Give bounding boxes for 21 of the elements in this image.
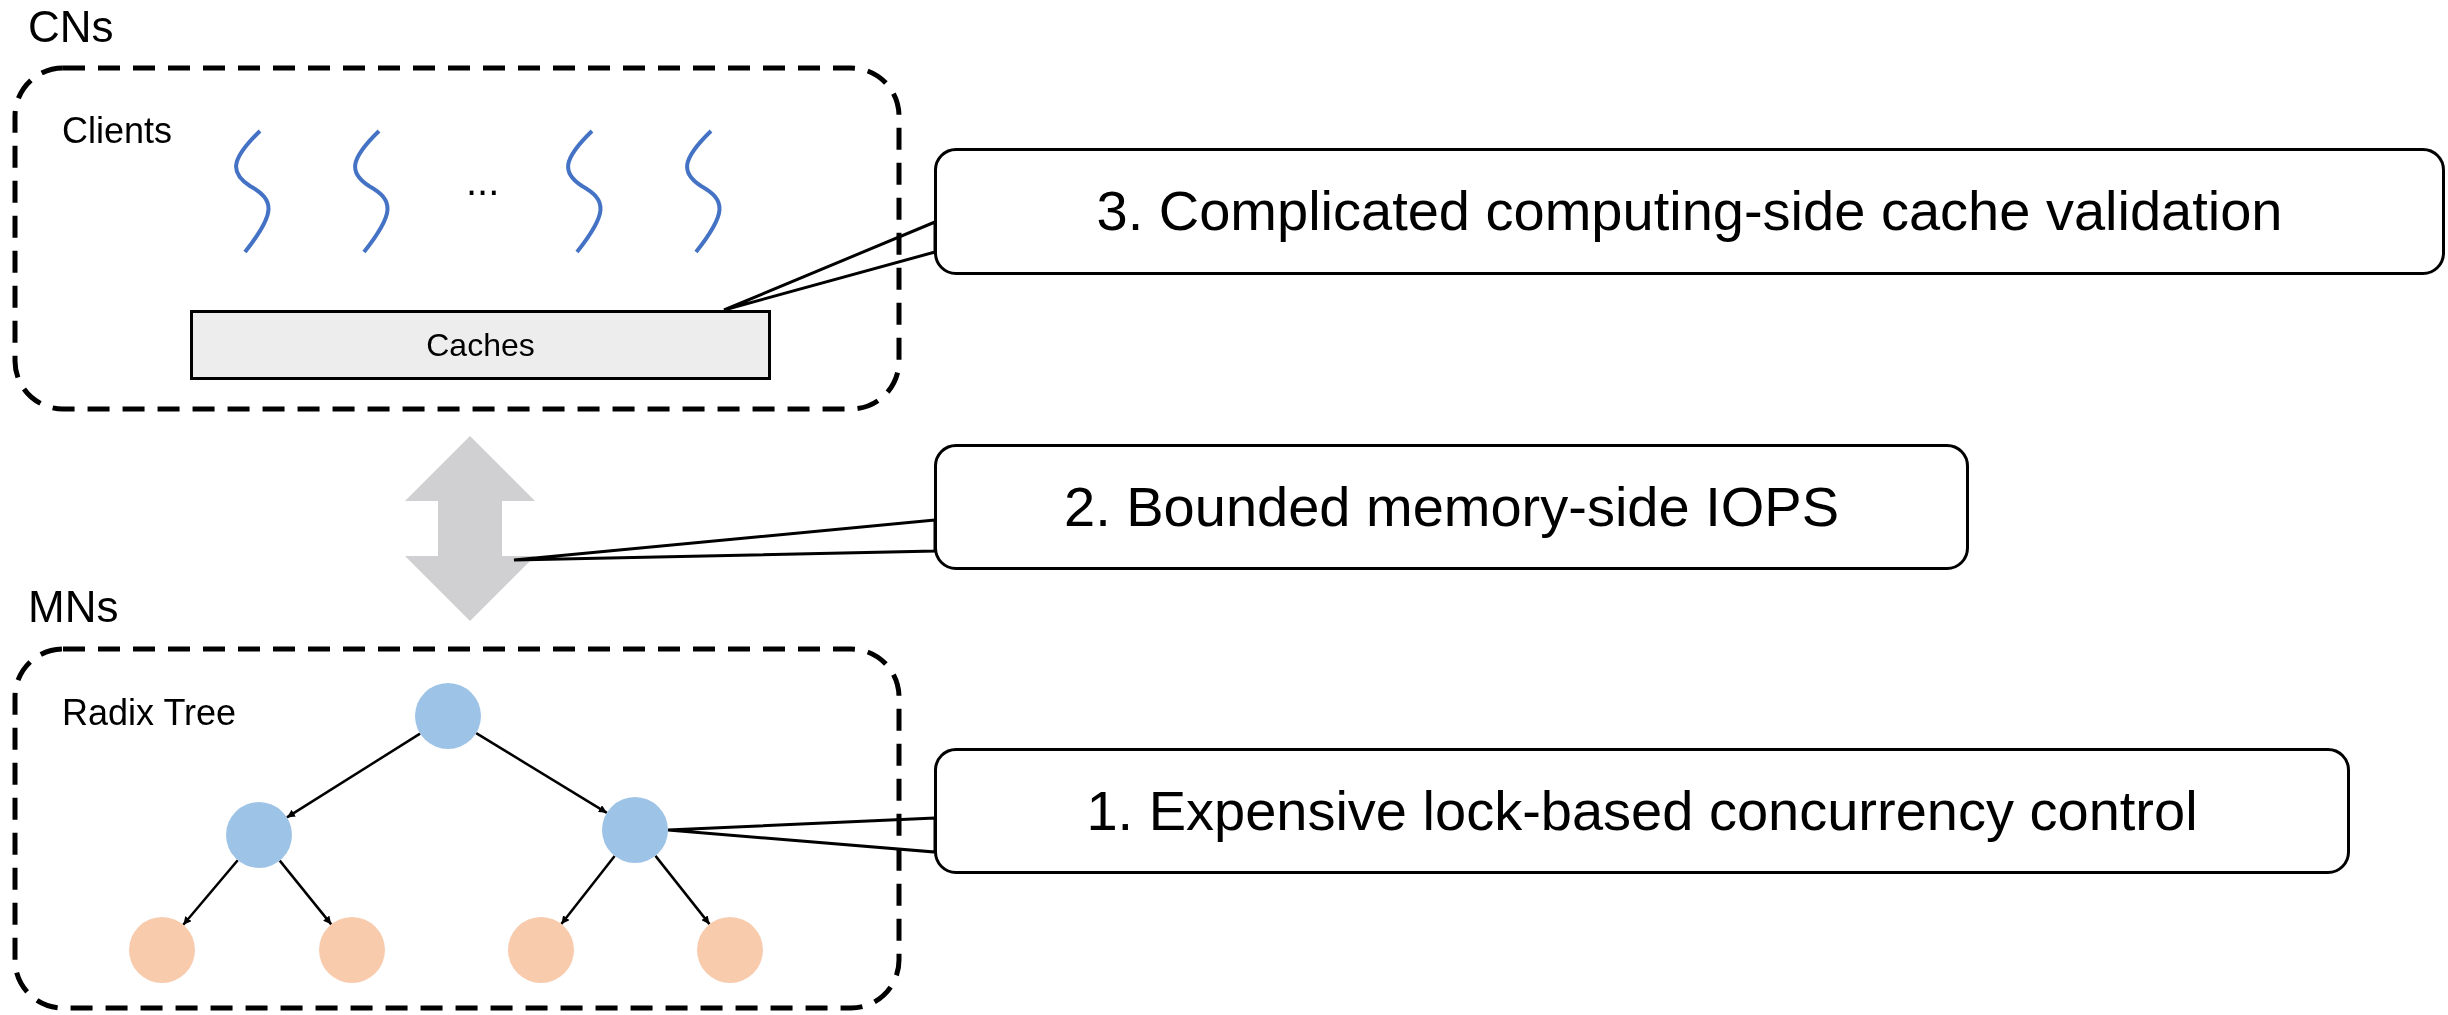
group-label: Clients (62, 110, 173, 152)
group-heading: MNs (28, 582, 119, 633)
arrow (654, 855, 711, 925)
arrow (182, 859, 239, 926)
group-heading: CNs (28, 2, 114, 53)
arrow (560, 855, 616, 925)
callout-box (934, 748, 2350, 874)
arrow (278, 859, 333, 926)
callout-box (934, 444, 1969, 570)
callout-text: 1. Expensive lock-based concurrency control (1086, 778, 2198, 844)
cache-bar (190, 310, 771, 380)
callout-text: 3. Complicated computing-side cache validation (1096, 179, 2283, 244)
double-arrow (405, 436, 535, 621)
callout-text: 2. Bounded memory-side IOPS (1064, 474, 1839, 540)
group-label: Radix Tree (62, 692, 237, 734)
arrow (475, 732, 608, 814)
tree-node-circle (226, 802, 292, 868)
arrow (286, 732, 421, 819)
ellipsis-label: ... (466, 158, 500, 204)
bar-label: Caches (426, 326, 535, 364)
callout-box (934, 148, 2445, 275)
